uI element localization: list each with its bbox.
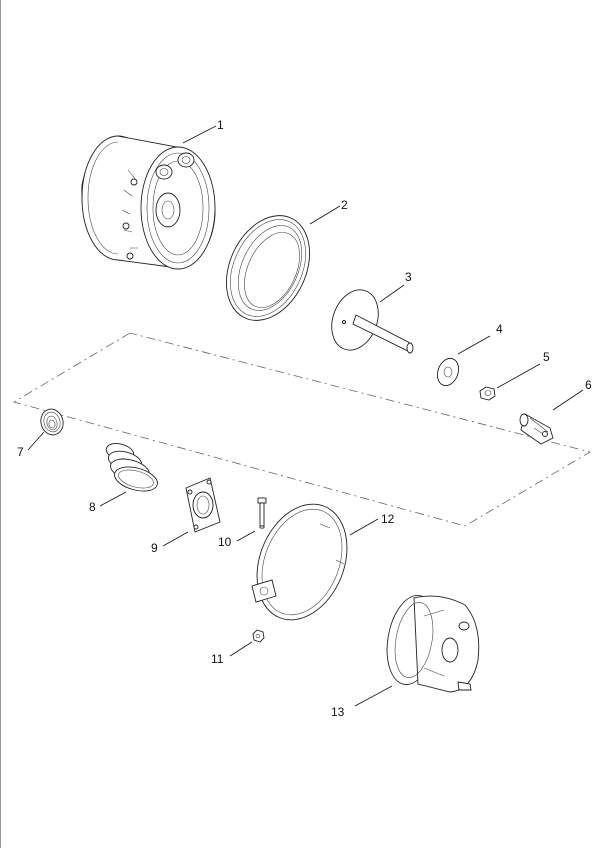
leader-8 — [99, 491, 127, 507]
leader-12 — [349, 518, 379, 536]
leader-10 — [236, 530, 256, 542]
callout-4: 4 — [496, 322, 503, 336]
leader-13 — [354, 685, 393, 707]
leader-5 — [496, 363, 541, 389]
part-10-bolt — [257, 497, 267, 529]
part-3-pushrod-plate — [331, 289, 414, 354]
part-9-gasket-plate — [185, 477, 221, 533]
callout-13: 13 — [331, 705, 345, 719]
leader-4 — [457, 335, 491, 355]
callout-9: 9 — [151, 541, 158, 555]
part-8-return-spring — [105, 443, 158, 492]
leader-7 — [27, 431, 45, 451]
leader-6 — [552, 389, 584, 411]
callout-5: 5 — [543, 350, 550, 364]
part-12-clamp-band — [251, 503, 348, 621]
callout-2: 2 — [341, 198, 348, 212]
part-1-cylinder-housing — [81, 135, 216, 270]
callout-11: 11 — [211, 652, 224, 666]
page-left-border — [0, 0, 1, 848]
callout-10: 10 — [218, 535, 232, 549]
part-13-chamber-cover — [386, 595, 480, 693]
part-6-clevis — [519, 413, 554, 445]
part-4-washer — [437, 357, 459, 387]
callout-1: 1 — [217, 118, 224, 132]
leader-3 — [379, 284, 405, 303]
leader-1 — [182, 125, 217, 144]
leader-2 — [309, 205, 341, 225]
callout-7: 7 — [17, 445, 24, 459]
callout-12: 12 — [381, 512, 395, 526]
callout-6: 6 — [585, 378, 592, 392]
kit-boundary-dashed — [12, 332, 592, 527]
part-11-small-nut — [252, 629, 265, 643]
leader-11 — [229, 641, 253, 657]
part-2-diaphragm — [226, 215, 310, 321]
part-7-small-spring — [40, 408, 64, 436]
leader-9 — [162, 531, 189, 547]
part-5-nut — [479, 386, 496, 401]
callout-3: 3 — [405, 270, 412, 284]
callout-8: 8 — [89, 500, 96, 514]
